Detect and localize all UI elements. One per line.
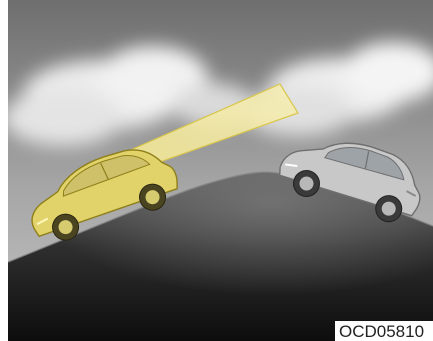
hill-scene-illustration <box>8 0 433 341</box>
figure-code-label: OCD05810 <box>335 321 433 341</box>
illustration-frame: OCD05810 <box>8 0 433 341</box>
